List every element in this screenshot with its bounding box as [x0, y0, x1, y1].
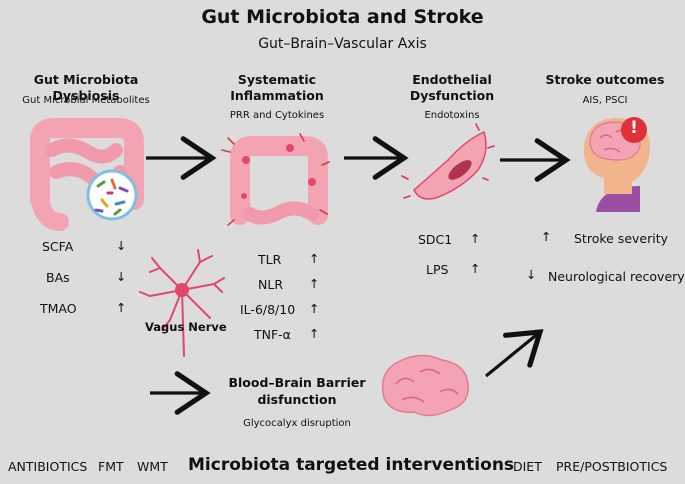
bbb-subheading: Glycocalyx disruption [243, 418, 351, 429]
endothelial-marker-arrow: ↑ [470, 231, 481, 246]
inflammation-subheading: PRR and Cytokines [229, 110, 325, 121]
intervention-item: FMT [98, 459, 124, 474]
neuron-icon [139, 249, 225, 357]
intervention-item: PRE/POSTBIOTICS [556, 459, 668, 474]
alert-icon [621, 117, 647, 143]
endothelial-marker-arrow: ↑ [470, 261, 481, 276]
inflammation-marker-arrow: ↑ [309, 326, 320, 341]
inflammation-marker-label: TNF-α [254, 327, 291, 342]
interventions-title: Microbiota targeted interventions [188, 455, 515, 475]
outcomes-heading: Stroke outcomes [545, 72, 665, 87]
bbb-heading: Blood–Brain Barrier disfunction [222, 374, 372, 408]
flow-arrow [484, 329, 544, 378]
inflammation-marker-label: NLR [258, 277, 283, 292]
endothelial-marker-label: LPS [426, 262, 449, 277]
metabolite-arrow: ↓ [116, 238, 127, 253]
inflamed-gut-icon [221, 133, 330, 226]
metabolite-arrow: ↑ [116, 300, 127, 315]
gut-icon [30, 118, 144, 231]
outcomes-subheading: AIS, PSCI [582, 95, 628, 106]
intervention-item: ANTIBIOTICS [8, 459, 88, 474]
inflammation-marker-arrow: ↑ [309, 276, 320, 291]
inflammation-marker-label: TLR [258, 252, 282, 267]
inflammation-heading-line1: Systematic [237, 72, 317, 87]
intervention-item: DIET [513, 459, 542, 474]
microbes-icon [86, 169, 138, 221]
endothelial-heading-line2: Dysfunction [409, 88, 495, 103]
metabolite-label: TMAO [40, 301, 77, 316]
endothelial-heading: Endothelial Dysfunction [392, 72, 512, 104]
inflammation-marker-arrow: ↑ [309, 301, 320, 316]
inflammation-heading: Systematic Inflammation [212, 72, 342, 104]
inflammation-marker-arrow: ↑ [309, 251, 320, 266]
page-title: Gut Microbiota and Stroke [201, 6, 484, 28]
metabolite-arrow: ↓ [116, 269, 127, 284]
inflammation-marker-label: IL-6/8/10 [240, 302, 296, 317]
metabolite-label: SCFA [42, 239, 74, 254]
inflammation-heading-line2: Inflammation [230, 88, 324, 103]
page-subtitle: Gut–Brain–Vascular Axis [258, 36, 427, 52]
dysbiosis-subheading: Gut Microbial Metabolites [22, 95, 150, 106]
blood-vessel-icon [401, 123, 495, 200]
endothelial-marker-label: SDC1 [418, 232, 453, 247]
intervention-item: WMT [137, 459, 168, 474]
dysbiosis-heading: Gut Microbiota Dysbiosis [33, 72, 139, 103]
bbb-heading-line2: disfunction [257, 392, 337, 407]
metabolite-label: BAs [46, 270, 70, 285]
vagus-nerve-label: Vagus Nerve [145, 320, 227, 334]
alert-glyph: ! [630, 118, 638, 138]
outcome-arrow: ↑ [541, 229, 552, 244]
outcome-label: Stroke severity [574, 231, 669, 246]
brain-icon [381, 354, 469, 417]
outcome-arrow: ↓ [526, 267, 537, 282]
endothelial-subheading: Endotoxins [424, 110, 480, 121]
outcome-label: Neurological recovery [548, 269, 685, 284]
neuron-body [175, 283, 189, 297]
endothelial-heading-line1: Endothelial [412, 72, 492, 87]
bbb-heading-line1: Blood–Brain Barrier [228, 375, 366, 390]
